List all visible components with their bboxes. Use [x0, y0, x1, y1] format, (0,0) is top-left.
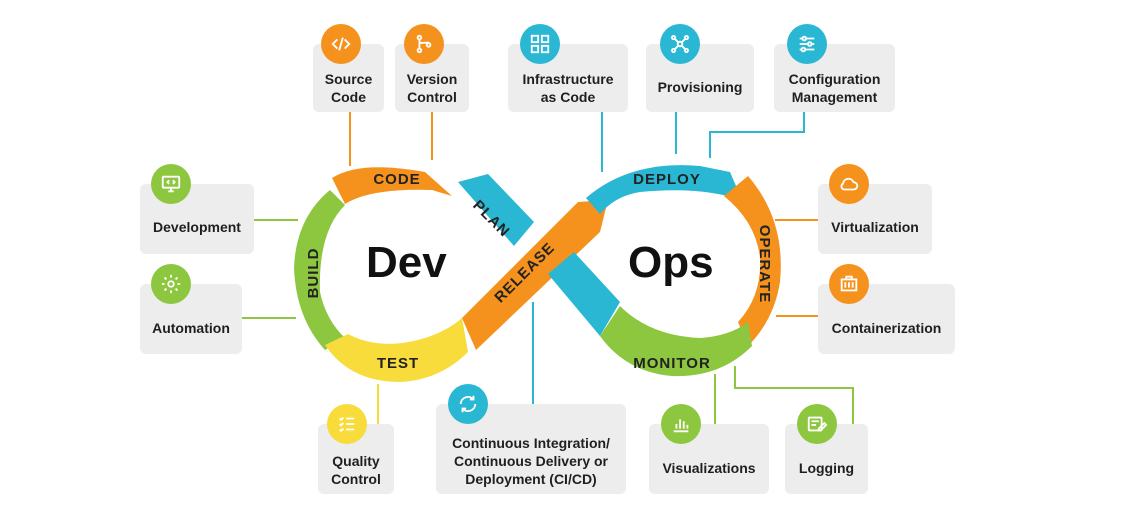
- segment-deploy: [586, 165, 742, 214]
- phase-label-monitor: MONITOR: [633, 355, 711, 372]
- container-icon: [829, 264, 869, 304]
- bar-chart-icon: [661, 404, 701, 444]
- card-provisioning-label: Provisioning: [657, 79, 743, 95]
- card-visualizations-label: Visualizations: [662, 460, 756, 476]
- card-quality-label: Quality Control: [331, 453, 381, 487]
- segment-code: [332, 167, 452, 204]
- segment-test: [325, 318, 468, 382]
- log-edit-icon: [797, 404, 837, 444]
- card-infrastructure-label: Infrastructure as Code: [522, 71, 614, 105]
- segment-monitor: [600, 306, 752, 377]
- connector-configuration: [709, 112, 805, 158]
- card-logging-label: Logging: [798, 460, 855, 476]
- network-icon: [660, 24, 700, 64]
- sliders-icon: [787, 24, 827, 64]
- cloud-icon: [829, 164, 869, 204]
- checklist-icon: [327, 404, 367, 444]
- card-virtualization-label: Virtualization: [831, 219, 919, 235]
- segment-operate: [724, 176, 781, 346]
- phase-label-deploy: DEPLOY: [633, 171, 701, 188]
- card-version-control-label: Version Control: [406, 71, 458, 105]
- refresh-icon: [448, 384, 488, 424]
- dev-label: Dev: [366, 238, 447, 287]
- blocks-icon: [520, 24, 560, 64]
- segment-release: [462, 200, 608, 350]
- card-development-label: Development: [153, 219, 241, 235]
- card-source-code-label: Source Code: [324, 71, 373, 105]
- phase-label-code: CODE: [373, 171, 420, 188]
- card-visualizations: Visualizations: [649, 424, 769, 494]
- card-quality-control: Quality Control: [318, 424, 394, 494]
- card-containerization-label: Containerization: [831, 320, 942, 336]
- phase-label-build: BUILD: [305, 248, 322, 299]
- segment-plan: [458, 174, 534, 246]
- branch-icon: [404, 24, 444, 64]
- segment-build: [294, 190, 345, 350]
- gear-icon: [151, 264, 191, 304]
- phase-label-test: TEST: [377, 355, 419, 372]
- ops-label: Ops: [628, 238, 714, 287]
- connector-logging: [734, 366, 854, 424]
- card-configuration-label: Configuration Management: [788, 71, 881, 105]
- phase-label-operate: OPERATE: [756, 225, 773, 303]
- card-automation-label: Automation: [152, 320, 230, 336]
- card-cicd-label: Continuous Integration/ Continuous Deliv…: [452, 435, 610, 487]
- code-brackets-icon: [321, 24, 361, 64]
- segment-plan-lower: [548, 252, 620, 336]
- monitor-code-icon: [151, 164, 191, 204]
- card-virtualization: Virtualization: [818, 184, 932, 254]
